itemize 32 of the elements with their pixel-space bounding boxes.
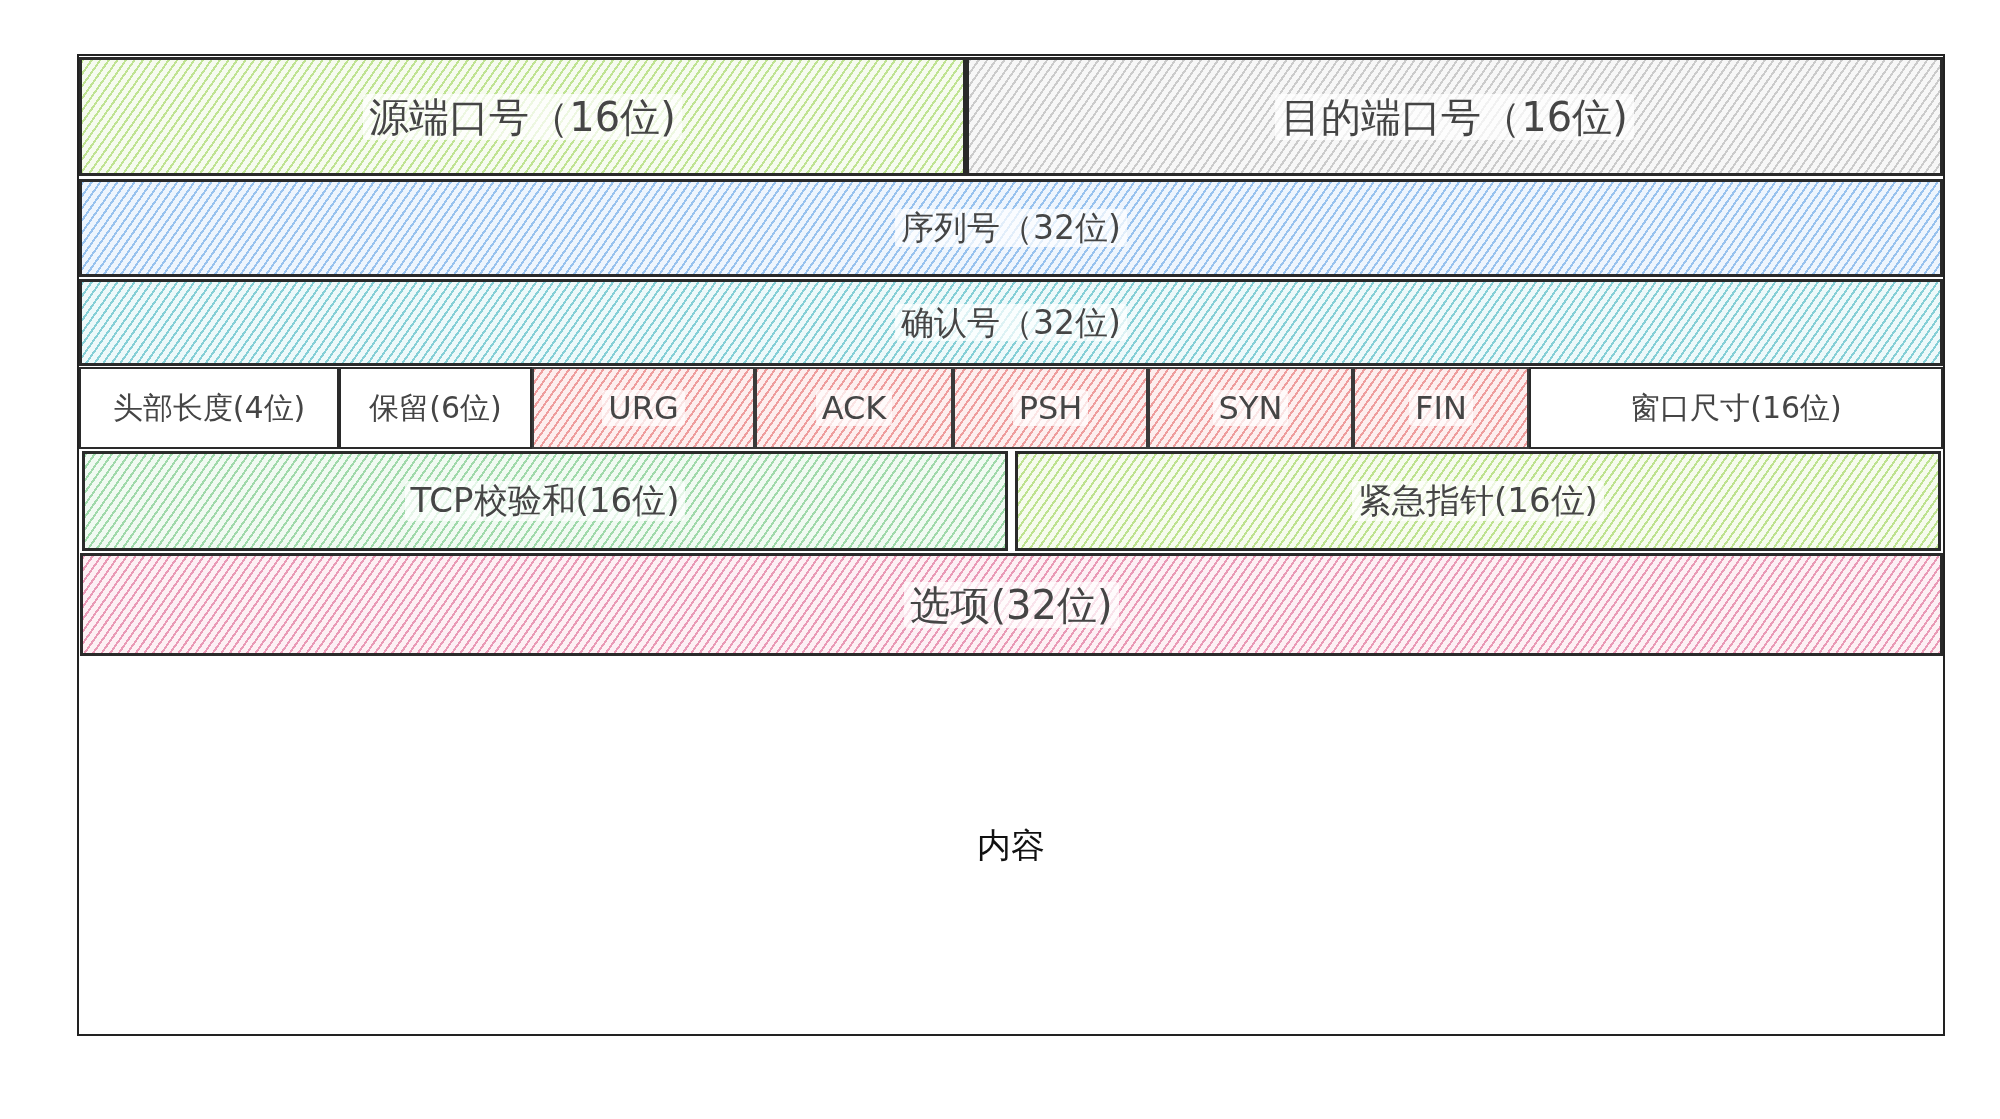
field-label: 头部长度(4位) [111,390,307,426]
header-field [80,553,1943,656]
field-label: 序列号（32位) [895,209,1127,247]
header-field [79,179,1943,277]
field-label: FIN [1409,389,1473,427]
field-label: SYN [1212,389,1289,427]
header-field [79,279,1943,366]
field-label: URG [602,389,685,427]
field-label: 目的端口号（16位) [1275,93,1634,140]
packet-frame [77,54,1945,1036]
header-field [1148,367,1353,449]
field-label: 窗口尺寸(16位) [1629,390,1843,426]
header-field [953,367,1148,449]
header-field [339,367,532,449]
field-label: 紧急指针(16位) [1352,481,1604,521]
header-field [966,57,1943,176]
header-field [1353,367,1529,449]
header-field [79,367,339,449]
header-field [82,451,1008,551]
header-field [1015,451,1941,551]
field-label: 保留(6位) [368,390,503,426]
field-label: 选项(32位) [904,581,1119,628]
header-field [79,57,966,176]
header-field [532,367,755,449]
field-label: ACK [815,389,893,427]
field-label: PSH [1012,389,1089,427]
header-field [755,367,953,449]
field-label: 源端口号（16位) [363,93,682,140]
field-label: TCP校验和(16位) [404,481,686,521]
header-field [1529,367,1943,449]
content-label: 内容 [976,826,1046,866]
field-label: 确认号（32位) [895,303,1127,342]
